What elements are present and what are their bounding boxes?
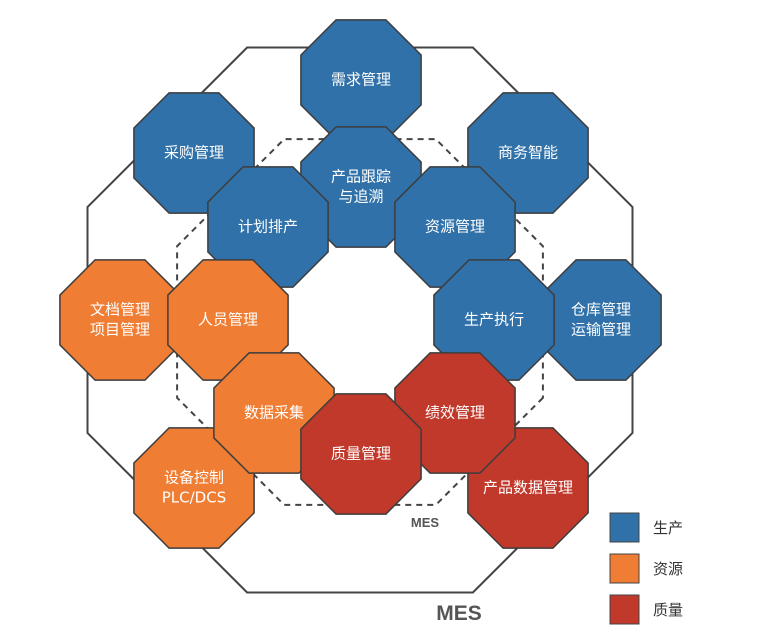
module-label: 产品数据管理 — [483, 479, 573, 497]
module-business-intel: 商务智能 — [467, 92, 589, 214]
module-label: 资源管理 — [425, 218, 485, 236]
module-label: 设备控制 — [164, 469, 224, 487]
module-label: 文档管理 — [90, 301, 150, 319]
module-octagon — [300, 393, 422, 515]
module-label: 计划排产 — [238, 218, 298, 236]
module-label: 生产执行 — [464, 311, 524, 329]
module-label: 质量管理 — [331, 445, 391, 463]
module-label: PLC/DCS — [162, 489, 226, 507]
module-equipment: 设备控制 PLC/DCS — [133, 427, 255, 549]
module-purchase: 采购管理 — [133, 92, 255, 214]
module-quality-mgmt: 质量管理 — [300, 393, 422, 515]
legend-swatch-resource — [609, 553, 640, 584]
module-label: 数据采集 — [244, 404, 304, 422]
module-label: 与追溯 — [338, 188, 383, 206]
module-octagon — [300, 126, 422, 248]
legend-label-quality: 质量 — [653, 601, 683, 619]
module-octagon — [59, 259, 181, 381]
module-label: 产品跟踪 — [331, 168, 391, 186]
module-label: 项目管理 — [90, 321, 150, 339]
module-performance: 绩效管理 — [394, 352, 516, 474]
legend-label-resource: 资源 — [653, 560, 683, 578]
module-label: 绩效管理 — [425, 404, 485, 422]
legend-swatch-quality — [609, 594, 640, 625]
module-label: 运输管理 — [571, 321, 631, 339]
legend-label-production: 生产 — [653, 519, 683, 537]
module-product-data: 产品数据管理 — [467, 427, 589, 549]
module-octagon — [394, 352, 516, 474]
module-label: 仓库管理 — [571, 301, 631, 319]
module-label: 商务智能 — [498, 144, 558, 162]
outer-mes-label: MES — [436, 602, 482, 625]
module-label: 人员管理 — [198, 311, 258, 329]
module-octagon — [133, 92, 255, 214]
module-personnel: 人员管理 — [167, 259, 289, 381]
legend-swatch-production — [609, 512, 640, 543]
module-label: 需求管理 — [331, 71, 391, 89]
module-label: 采购管理 — [164, 144, 224, 162]
module-demand: 需求管理 — [300, 19, 422, 141]
inner-mes-label: MES — [411, 515, 440, 530]
module-octagon — [467, 92, 589, 214]
